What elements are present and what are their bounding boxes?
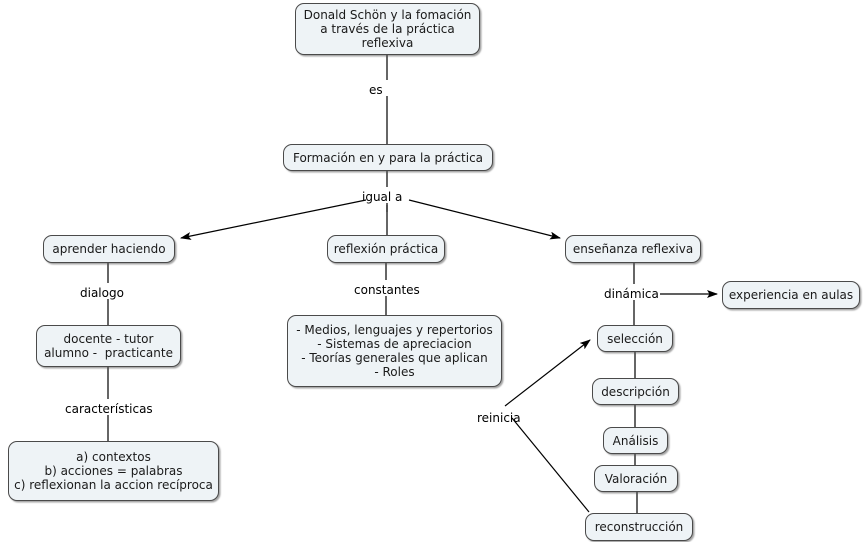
node-caracteristicas-list[interactable]: a) contextos b) acciones = palabras c) r… xyxy=(8,441,219,501)
link-label-dinamica: dinámica xyxy=(604,287,659,301)
node-descripcion-label: descripción xyxy=(601,384,670,399)
node-reflexion-practica[interactable]: reflexión práctica xyxy=(327,235,445,263)
node-medios-line-4: - Roles xyxy=(374,365,415,379)
node-descripcion[interactable]: descripción xyxy=(592,378,679,405)
node-ensenanza-reflexiva[interactable]: enseñanza reflexiva xyxy=(565,235,701,263)
node-seleccion-label: selección xyxy=(607,331,663,346)
node-aprender-haciendo[interactable]: aprender haciendo xyxy=(43,235,175,263)
node-experiencia-en-aulas[interactable]: experiencia en aulas xyxy=(722,281,860,309)
node-caracteristicas-line-a: a) contextos xyxy=(76,450,151,464)
link-label-igual-a: igual a xyxy=(362,190,403,204)
node-root-line-3: reflexiva xyxy=(361,36,414,50)
node-formacion-en-y-para-la-practica[interactable]: Formación en y para la práctica xyxy=(283,144,493,171)
node-docente-line-1: docente - tutor xyxy=(63,332,154,346)
edge-reconstruccion-to-reinicia xyxy=(511,417,590,513)
node-caracteristicas-line-b: b) acciones = palabras xyxy=(44,464,183,478)
node-root[interactable]: Donald Schön y la fomación a través de l… xyxy=(295,3,480,55)
node-valoracion[interactable]: Valoración xyxy=(594,465,678,492)
node-reconstruccion[interactable]: reconstrucción xyxy=(585,513,693,541)
edge-igual-a-to-ensenanza xyxy=(408,199,561,240)
node-experiencia-label: experiencia en aulas xyxy=(728,288,854,302)
node-medios-line-2: - Sistemas de apreciacion xyxy=(317,337,472,351)
node-caracteristicas-line-c: c) reflexionan la accion recíproca xyxy=(14,478,213,492)
link-label-constantes: constantes xyxy=(354,283,420,297)
edge-igual-a-to-aprender xyxy=(180,199,367,240)
node-root-line-1: Donald Schön y la fomación xyxy=(303,8,472,22)
link-label-caracteristicas: características xyxy=(65,402,153,416)
link-label-reinicia: reinicia xyxy=(477,411,521,425)
node-analisis-label: Análisis xyxy=(612,433,659,448)
node-reconstruccion-label: reconstrucción xyxy=(594,520,684,534)
edge-reinicia-to-seleccion xyxy=(504,339,591,407)
link-label-dialogo: dialogo xyxy=(80,286,124,300)
node-analisis[interactable]: Análisis xyxy=(603,427,668,454)
node-docente-line-2: alumno - practicante xyxy=(44,346,173,360)
link-label-es: es xyxy=(369,83,383,97)
node-seleccion[interactable]: selección xyxy=(597,325,673,352)
node-docente-tutor-alumno-practicante[interactable]: docente - tutor alumno - practicante xyxy=(36,325,181,367)
node-medios-line-1: - Medios, lenguajes y repertorios xyxy=(296,323,493,337)
node-ensenanza-label: enseñanza reflexiva xyxy=(572,242,694,256)
node-valoracion-label: Valoración xyxy=(604,471,668,486)
node-medios-line-3: - Teorías generales que aplican xyxy=(301,351,488,365)
node-aprender-label: aprender haciendo xyxy=(52,242,166,256)
node-medios-lenguajes-repertorios[interactable]: - Medios, lenguajes y repertorios - Sist… xyxy=(287,315,502,387)
node-root-line-2: a través de la práctica xyxy=(320,22,455,36)
node-reflexion-label: reflexión práctica xyxy=(333,242,439,256)
node-formacion-label: Formación en y para la práctica xyxy=(292,150,484,165)
